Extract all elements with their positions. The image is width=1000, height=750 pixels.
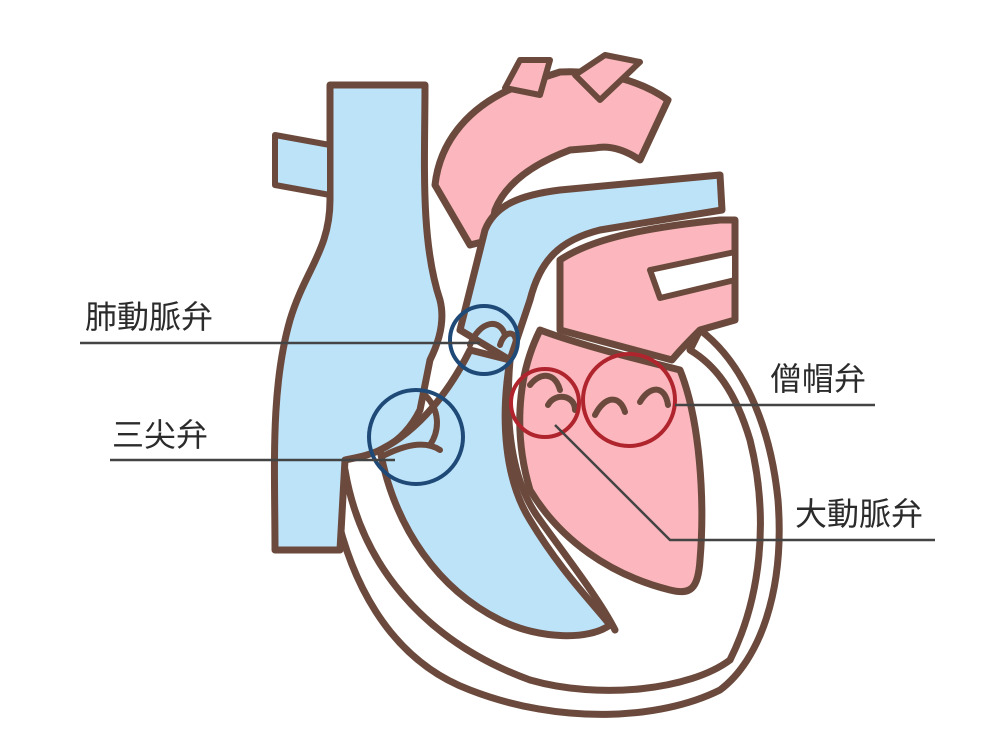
vena-cava-branch [272, 132, 333, 198]
left-atrium [556, 216, 739, 364]
tricuspid-valve-ring [367, 388, 465, 486]
tricuspid-valve-leaflet [382, 392, 443, 458]
aortic-valve-leaflet [527, 372, 578, 413]
pulmonary-vein-upper [647, 249, 738, 301]
aortic-valve-ring [509, 367, 581, 439]
aortic-valve-label: 大動脈弁 [795, 495, 923, 533]
aorta-arch [431, 68, 672, 249]
heart-outer-wall [326, 326, 783, 718]
aortic-branch-1 [502, 57, 553, 98]
pulmonary-artery [456, 171, 726, 364]
septum [504, 356, 619, 634]
aortic-branch-2 [572, 52, 643, 103]
mitral-valve-label: 僧帽弁 [770, 360, 866, 398]
pulmonary-valve-label: 肺動脈弁 [85, 298, 213, 336]
aortic-valve-leader [554, 424, 935, 542]
mitral-valve-leaflet [592, 386, 671, 418]
tricuspid-valve-label: 三尖弁 [112, 416, 208, 454]
mitral-valve-ring [581, 352, 677, 448]
pulmonary-valve-ring [448, 304, 520, 376]
